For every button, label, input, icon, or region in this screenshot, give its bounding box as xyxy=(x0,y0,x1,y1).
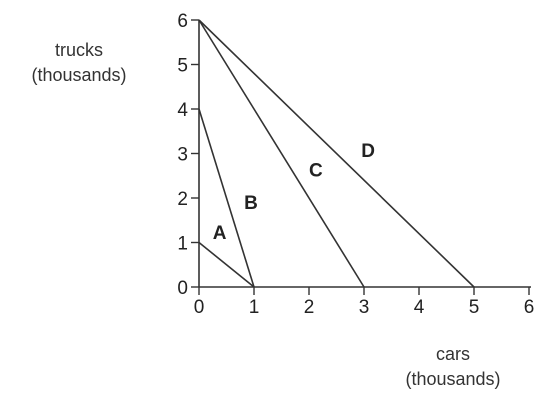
series-line-d xyxy=(198,19,475,288)
y-tick-label-1: 1 xyxy=(177,234,188,255)
x-tick-label-2: 2 xyxy=(304,297,315,318)
x-tick-label-0: 0 xyxy=(194,297,205,318)
y-axis-title-line-1: trucks xyxy=(54,40,103,60)
series-label-c: C xyxy=(309,161,323,182)
y-tick-label-6: 6 xyxy=(177,11,188,32)
series-line-a xyxy=(198,241,255,288)
series-label-b: B xyxy=(244,193,258,214)
y-tick-label-2: 2 xyxy=(177,189,188,210)
series-line-b xyxy=(198,108,255,288)
x-tick-label-3: 3 xyxy=(359,297,370,318)
x-axis-title-line-1: cars xyxy=(435,344,470,364)
y-axis-title: trucks (thousands) xyxy=(4,38,154,88)
y-tick-label-4: 4 xyxy=(177,100,188,121)
x-axis-title: cars (thousands) xyxy=(378,342,528,392)
series-line-c xyxy=(198,19,365,288)
y-tick-label-5: 5 xyxy=(177,56,188,77)
series-label-d: D xyxy=(361,141,375,162)
y-tick-label-0: 0 xyxy=(177,278,188,299)
x-axis-title-line-2: (thousands) xyxy=(405,369,501,389)
x-tick-label-4: 4 xyxy=(414,297,425,318)
x-tick-label-1: 1 xyxy=(249,297,260,318)
y-axis-title-line-2: (thousands) xyxy=(31,65,127,85)
x-tick-label-6: 6 xyxy=(524,297,535,318)
y-tick-label-3: 3 xyxy=(177,145,188,166)
x-tick-label-5: 5 xyxy=(469,297,480,318)
series-label-a: A xyxy=(213,223,227,244)
